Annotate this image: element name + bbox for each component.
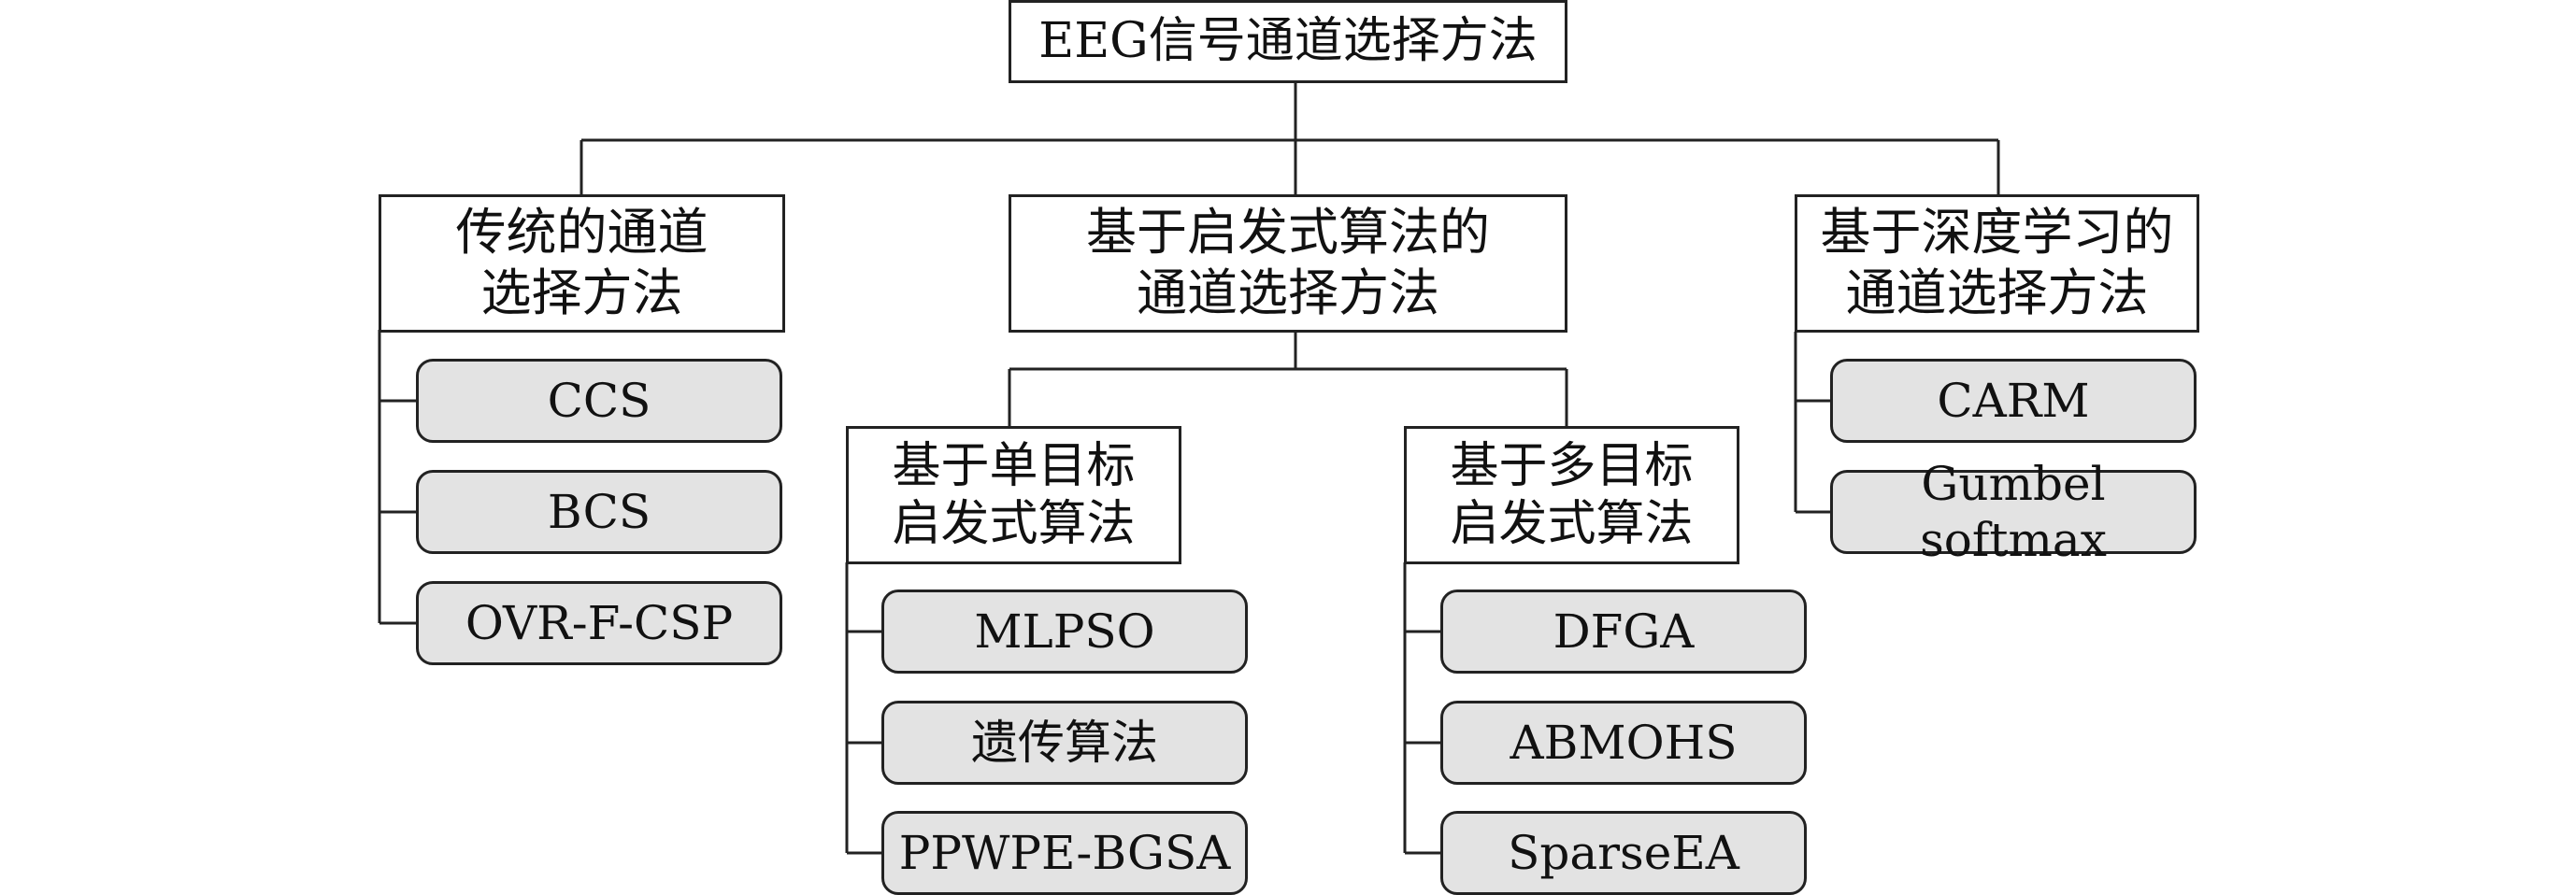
method-abmohs: ABMOHS	[1440, 701, 1807, 785]
subcategory-label: 基于多目标 启发式算法	[1450, 437, 1694, 552]
category-label: 基于深度学习的 通道选择方法	[1820, 203, 2174, 322]
method-label: OVR-F-CSP	[465, 596, 734, 650]
category-heuristic: 基于启发式算法的 通道选择方法	[1009, 194, 1567, 333]
category-label: 基于启发式算法的 通道选择方法	[1086, 203, 1490, 322]
method-bcs: BCS	[416, 470, 782, 554]
method-ccs: CCS	[416, 359, 782, 443]
method-label: CCS	[547, 374, 651, 428]
method-label: PPWPE-BGSA	[898, 826, 1231, 880]
root-node: EEG信号通道选择方法	[1009, 0, 1567, 83]
method-label: ABMOHS	[1510, 716, 1738, 770]
category-traditional: 传统的通道 选择方法	[379, 194, 785, 333]
method-ovr-f-csp: OVR-F-CSP	[416, 581, 782, 665]
root-label: EEG信号通道选择方法	[1038, 13, 1538, 70]
method-genetic-algorithm: 遗传算法	[881, 701, 1248, 785]
category-label: 传统的通道 选择方法	[455, 203, 708, 322]
method-label: 遗传算法	[971, 716, 1158, 770]
method-dfga: DFGA	[1440, 590, 1807, 674]
category-deep-learning: 基于深度学习的 通道选择方法	[1795, 194, 2199, 333]
method-label: Gumbel softmax	[1920, 457, 2107, 567]
method-label: DFGA	[1553, 604, 1695, 659]
method-gumbel-softmax: Gumbel softmax	[1830, 457, 2197, 567]
method-mlpso: MLPSO	[881, 590, 1248, 674]
method-label: CARM	[1937, 374, 2090, 428]
method-carm: CARM	[1830, 359, 2197, 443]
method-label: MLPSO	[974, 604, 1155, 659]
subcategory-label: 基于单目标 启发式算法	[892, 437, 1136, 552]
method-label: BCS	[547, 485, 651, 539]
method-sparseea: SparseEA	[1440, 811, 1807, 895]
method-label: SparseEA	[1508, 826, 1739, 880]
method-ppwpe-bgsa: PPWPE-BGSA	[881, 811, 1248, 895]
subcategory-single-objective: 基于单目标 启发式算法	[846, 426, 1181, 564]
subcategory-multi-objective: 基于多目标 启发式算法	[1404, 426, 1739, 564]
